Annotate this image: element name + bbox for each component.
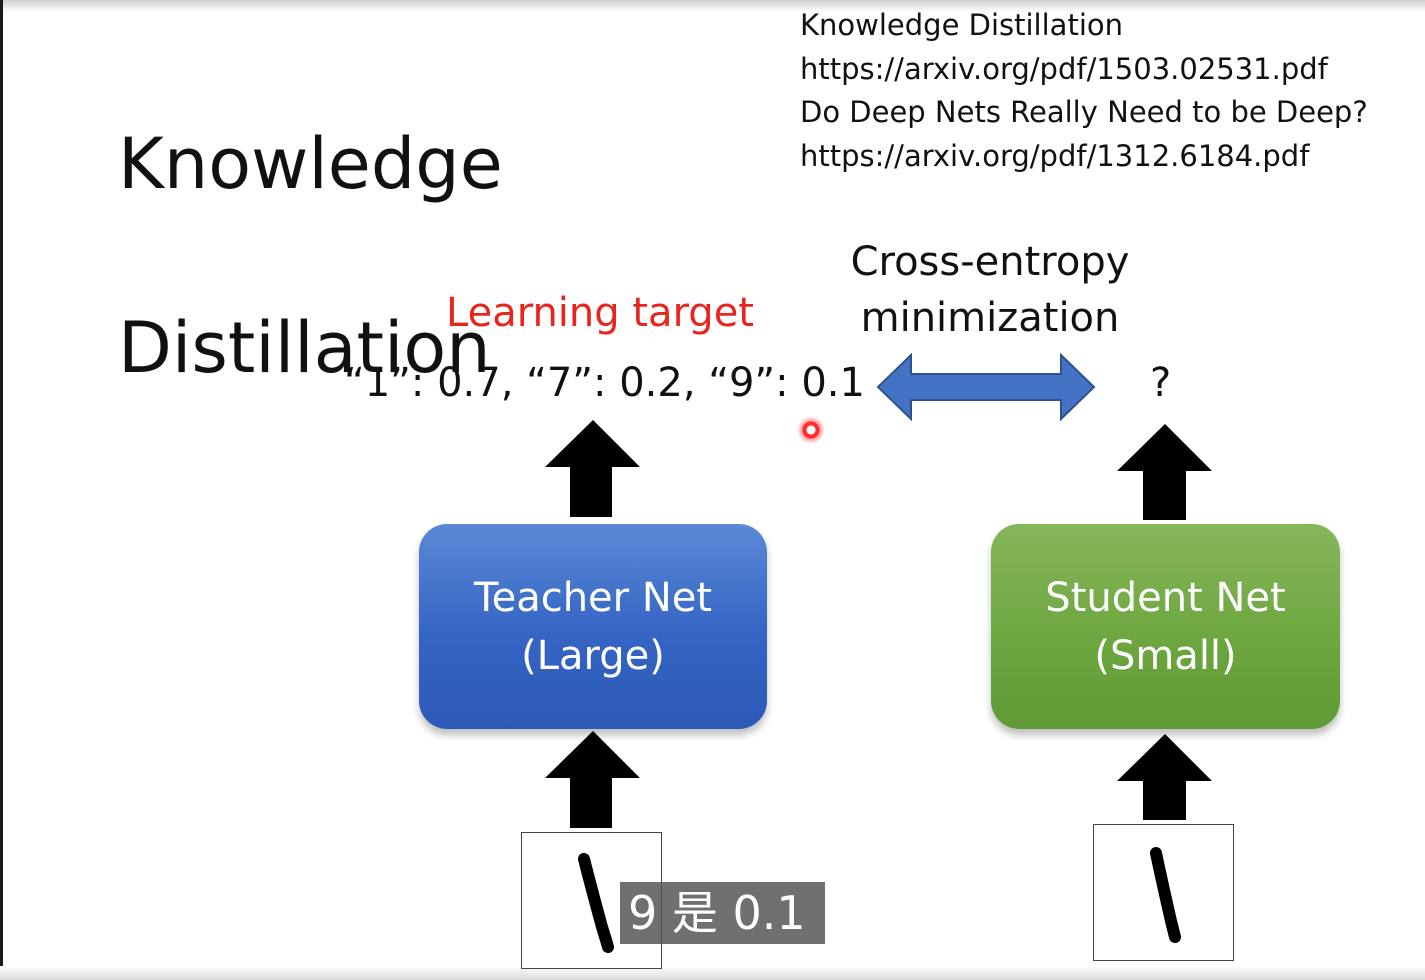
student-net-box: Student Net (Small)	[991, 524, 1340, 729]
cross-entropy-line-2: minimization	[860, 295, 1120, 341]
student-net-size: (Small)	[1094, 632, 1237, 679]
teacher-net-box: Teacher Net (Large)	[419, 524, 767, 729]
handwritten-digit-icon	[578, 853, 614, 953]
reference-1-url: https://arxiv.org/pdf/1503.02531.pdf	[800, 51, 1328, 86]
soft-label-probabilities: “1”: 0.7, “7”: 0.2, “9”: 0.1	[344, 360, 865, 406]
student-input-arrow-icon	[1117, 734, 1212, 820]
teacher-net-name: Teacher Net	[473, 574, 713, 621]
bottom-edge-shadow	[0, 966, 1425, 980]
cross-entropy-label: Cross-entropy minimization	[840, 234, 1140, 346]
reference-2-title: Do Deep Nets Really Need to be Deep?	[800, 95, 1368, 129]
slide-title: Knowledge Distillation	[118, 26, 503, 486]
reference-list: Knowledge Distillation https://arxiv.org…	[800, 4, 1368, 178]
double-arrow-icon	[876, 352, 1096, 422]
teacher-output-arrow-icon	[545, 420, 640, 517]
student-input-digit-image	[1093, 824, 1234, 961]
reference-2-url: https://arxiv.org/pdf/1312.6184.pdf	[800, 138, 1310, 173]
reference-1-title: Knowledge Distillation	[800, 8, 1123, 42]
slide-title-line-2: Distillation	[118, 307, 491, 389]
handwritten-digit-icon	[1150, 847, 1181, 943]
slide-title-line-1: Knowledge	[118, 123, 503, 205]
cross-entropy-line-1: Cross-entropy	[850, 239, 1130, 285]
teacher-net-size: (Large)	[521, 632, 665, 679]
student-net-name: Student Net	[1045, 574, 1286, 621]
laser-pointer-dot	[797, 416, 825, 444]
video-subtitle: 9 是 0.1	[620, 882, 825, 944]
learning-target-label: Learning target	[446, 290, 754, 336]
student-output-arrow-icon	[1117, 424, 1212, 520]
student-output-unknown: ?	[1150, 360, 1172, 406]
top-edge-shadow	[0, 0, 1425, 12]
teacher-input-arrow-icon	[545, 731, 640, 828]
left-edge-border	[0, 0, 3, 980]
